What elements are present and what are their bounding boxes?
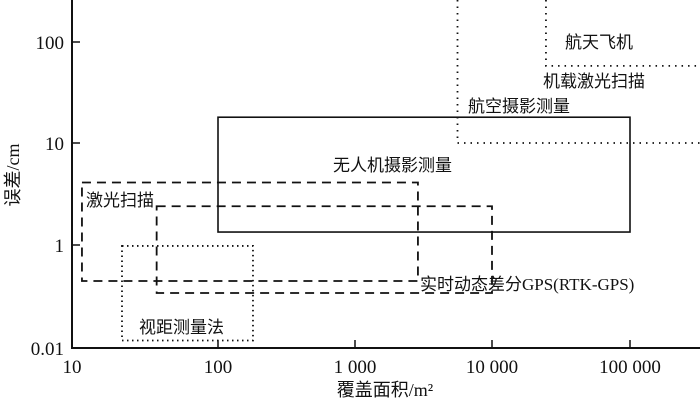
x-tick-label: 100 000 [599, 357, 661, 378]
x-tick-label: 10 [63, 357, 82, 378]
y-tick-label: 0.01 [31, 339, 64, 360]
x-axis-title: 覆盖面积/m² [337, 380, 433, 400]
label-stadia: 视距测量法 [139, 318, 224, 337]
y-tick-label: 100 [36, 33, 65, 54]
regions-layer [81, 0, 700, 342]
y-tick-label: 10 [45, 134, 64, 155]
region-box [81, 181, 419, 282]
region-aerial-photogrammetry [456, 0, 700, 144]
x-tick-label: 100 [204, 357, 233, 378]
x-tick-label: 10 000 [466, 357, 518, 378]
y-axis-title: 误差/cm [3, 144, 23, 207]
label-airborne-laser: 机载激光扫描 [543, 72, 645, 91]
x-tick-label: 1 000 [334, 357, 377, 378]
label-uav-photogrammetry: 无人机摄影测量 [333, 156, 452, 175]
region-box [217, 116, 631, 233]
label-aerial-photogrammetry: 航空摄影测量 [468, 97, 570, 116]
region-box [155, 205, 493, 294]
region-box [121, 245, 254, 342]
region-spaceborne [545, 0, 700, 67]
ticks-layer: 10 100 1 000 10 000 100 000 100 10 1 0.01 [31, 33, 661, 378]
label-spaceborne: 航天飞机 [565, 33, 633, 52]
label-rtk-gps: 实时动态差分GPS(RTK-GPS) [420, 275, 634, 294]
y-tick-label: 1 [55, 236, 65, 257]
label-laser-scanning: 激光扫描 [86, 191, 154, 210]
